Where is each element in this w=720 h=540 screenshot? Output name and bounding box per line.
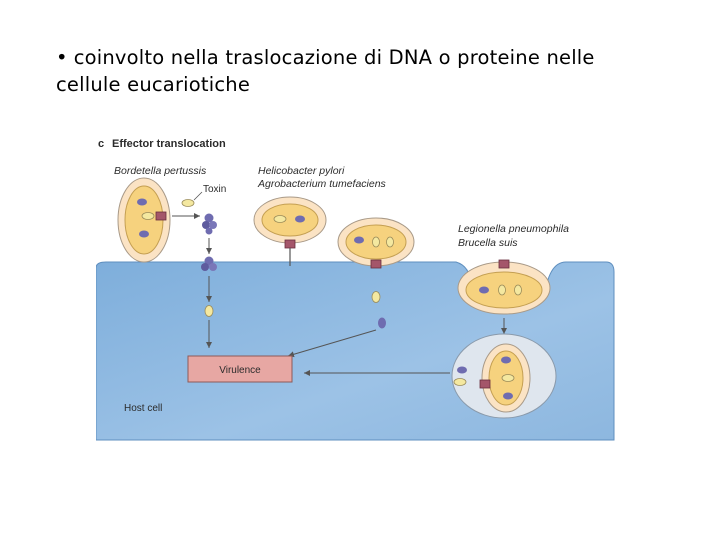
effector-yellow (372, 236, 380, 248)
brucella-label: Brucella suis (458, 237, 518, 249)
effector-purple (501, 356, 511, 364)
effector-purple (479, 286, 489, 294)
secretion-system (370, 259, 382, 269)
effector-yellow (141, 212, 155, 220)
effector-purple (295, 215, 305, 223)
effector-purple-host (378, 317, 386, 329)
agrobacterium-bacterium (337, 217, 415, 269)
bullet-text-line-1: coinvolto nella traslocazione di DNA o p… (73, 46, 595, 69)
toxin-pointer (193, 191, 203, 201)
bordetella-label: Bordetella pertussis (114, 165, 207, 177)
bullet-line-1: •coinvolto nella traslocazione di DNA o … (56, 44, 696, 71)
secretion-system (498, 259, 510, 269)
effector-purple (354, 236, 364, 244)
effector-translocation-figure: Host cell c Effector translocation Borde… (96, 130, 616, 460)
agrobacterium-label: Agrobacterium tumefaciens (257, 178, 387, 190)
effector-yellow (501, 374, 515, 382)
effector-yellow (386, 236, 394, 248)
effector-yellow (514, 284, 522, 296)
virulence-label: Virulence (219, 365, 261, 376)
ptx-complex-membrane (201, 256, 217, 271)
phagosome-vacuole (451, 333, 557, 419)
effector-purple (503, 392, 513, 400)
effector-yellow (273, 215, 287, 223)
bullet-marker: • (56, 46, 68, 69)
legionella-bacterium (457, 259, 551, 315)
effector-yellow-host (453, 378, 467, 386)
slide-bullet-text: •coinvolto nella traslocazione di DNA o … (56, 44, 696, 98)
figure-svg: Host cell c Effector translocation Borde… (96, 138, 615, 441)
ptx-complex-top (202, 213, 217, 235)
helicobacter-bacterium (253, 196, 327, 249)
helicobacter-label: Helicobacter pylori (258, 165, 345, 177)
arrow-to-virulence-mid (287, 329, 377, 358)
figure-title: Effector translocation (112, 138, 226, 150)
effector-purple-host (457, 366, 467, 374)
effector-purple (137, 198, 147, 206)
secretion-system (155, 211, 167, 221)
host-cell-label: Host cell (124, 403, 162, 414)
toxin-label: Toxin (203, 184, 226, 195)
effector-purple (139, 230, 149, 238)
bordetella-bacterium (117, 177, 171, 263)
legionella-label: Legionella pneumophila (458, 223, 569, 235)
secretion-system (284, 239, 296, 249)
effector-yellow-host (204, 305, 214, 317)
effector-yellow-host (371, 291, 381, 303)
panel-letter: c (98, 138, 104, 150)
bullet-text-line-2: cellule eucariotiche (56, 73, 251, 96)
toxin-icon (181, 199, 195, 207)
virulence-box (187, 355, 293, 383)
secretion-system (479, 379, 491, 389)
effector-yellow (498, 284, 506, 296)
